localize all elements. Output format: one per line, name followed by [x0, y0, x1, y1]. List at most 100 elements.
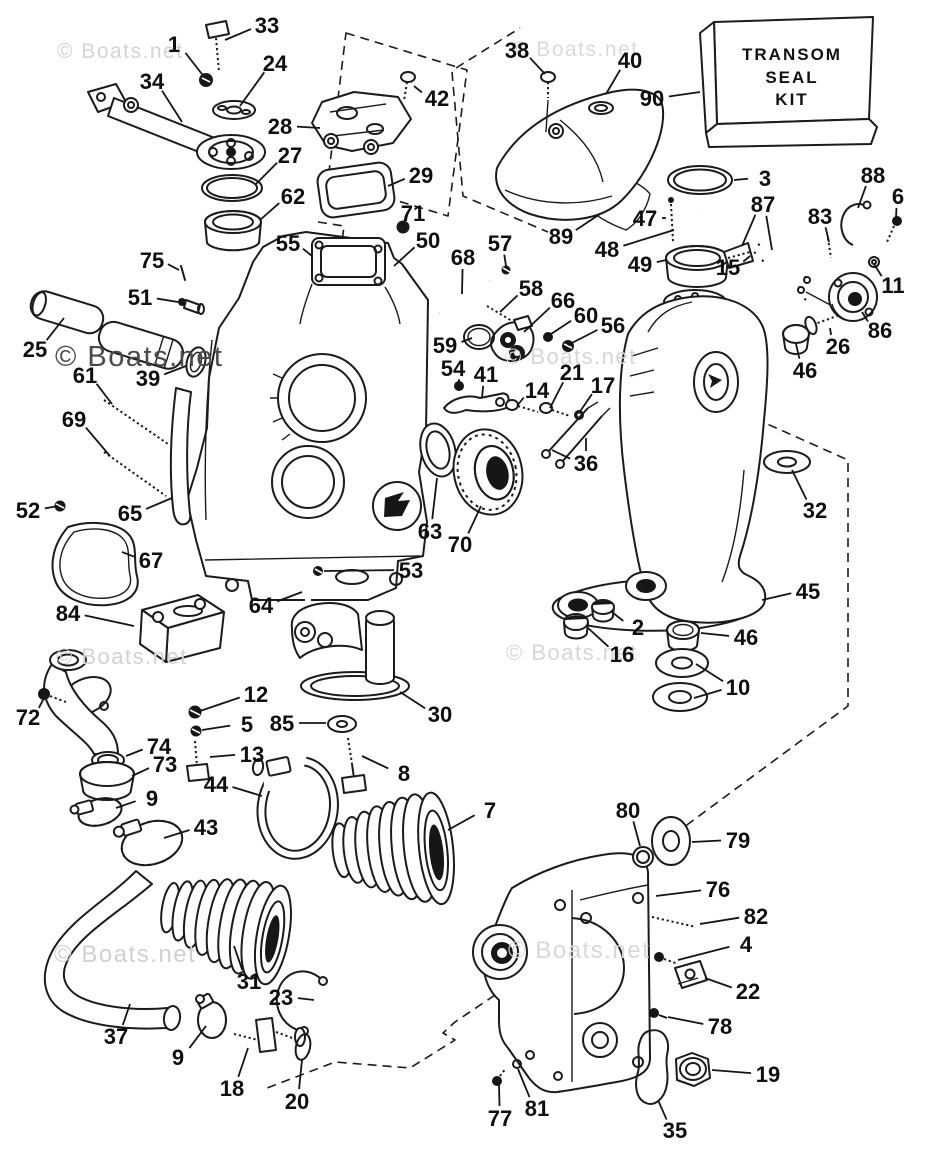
- leader-line-10: [693, 689, 722, 699]
- part-bushing: [782, 324, 810, 355]
- part-retainer-strap: [443, 392, 510, 414]
- part-number-40: 40: [618, 48, 642, 73]
- leader-line-81: [517, 1068, 531, 1098]
- part-number-3: 3: [759, 166, 771, 191]
- part-steering-arm: [87, 83, 266, 170]
- part-number-48: 48: [595, 237, 619, 262]
- leader-line-3: [733, 177, 749, 181]
- part-inner-transom-housing: [186, 231, 429, 601]
- part-clip: [840, 200, 872, 246]
- part-number-43: 43: [194, 815, 218, 840]
- boats-net-watermark: © Boats.net: [54, 941, 196, 968]
- part-number-38: 38: [505, 38, 529, 63]
- part-number-58: 58: [519, 276, 543, 301]
- part-number-69: 69: [62, 407, 86, 432]
- part-number-81: 81: [525, 1096, 549, 1121]
- part-water-hose: [44, 870, 182, 1031]
- part-number-56: 56: [601, 313, 625, 338]
- leader-line-34: [161, 90, 183, 123]
- part-number-4: 4: [740, 932, 753, 957]
- part-number-22: 22: [736, 979, 760, 1004]
- leader-line-15: [742, 255, 751, 263]
- part-grommet: [632, 846, 654, 868]
- part-number-18: 18: [220, 1076, 244, 1101]
- part-number-36: 36: [574, 451, 598, 476]
- boats-net-watermark: © Boats.net: [506, 640, 638, 665]
- watermark-layer: © Boats.net © Boats.net © Boats.net © Boats…: [54, 38, 650, 968]
- part-spring: [486, 305, 513, 322]
- part-number-23: 23: [269, 985, 293, 1010]
- leader-line-87: [741, 214, 757, 247]
- leader-line-26: [829, 327, 832, 336]
- part-number-78: 78: [708, 1014, 732, 1039]
- leader-line-87: [765, 215, 773, 251]
- part-number-11: 11: [881, 273, 904, 298]
- leader-line-86: [861, 311, 869, 322]
- part-number-27: 27: [278, 143, 302, 168]
- part-o-ring: [463, 324, 495, 350]
- leader-line-76: [655, 889, 702, 897]
- part-number-16: 16: [610, 642, 634, 667]
- part-number-20: 20: [285, 1089, 309, 1114]
- boats-net-watermark: © Boats.net: [512, 38, 639, 61]
- transom-seal-kit-box: TRANSOM SEAL KIT: [699, 16, 878, 148]
- leader-line-39: [163, 365, 187, 376]
- part-number-79: 79: [726, 828, 750, 853]
- leader-line-70: [467, 505, 482, 534]
- part-o-ring: [667, 165, 733, 195]
- leader-line-38: [529, 57, 546, 75]
- part-number-72: 72: [16, 705, 40, 730]
- leader-line-57: [503, 254, 507, 267]
- leader-line-68: [461, 268, 464, 295]
- part-number-8: 8: [398, 761, 410, 786]
- part-number-7: 7: [484, 798, 496, 823]
- part-washer: [327, 715, 357, 733]
- part-nut: [868, 256, 880, 268]
- part-number-9: 9: [172, 1045, 184, 1070]
- leader-line-7: [447, 814, 476, 831]
- leader-line-59: [461, 337, 473, 343]
- part-number-26: 26: [826, 334, 850, 359]
- part-number-70: 70: [448, 532, 472, 557]
- part-number-5: 5: [241, 712, 253, 737]
- leader-line-2: [611, 611, 624, 622]
- leader-line-24: [239, 71, 265, 107]
- part-pin: [180, 265, 186, 281]
- leader-line-41: [481, 385, 485, 399]
- kit-box-line1: TRANSOM: [742, 45, 842, 64]
- part-number-41: 41: [474, 362, 498, 387]
- part-number-60: 60: [574, 303, 598, 328]
- leader-line-65: [145, 497, 173, 510]
- part-number-17: 17: [591, 373, 615, 398]
- part-lock-nut: [675, 1052, 711, 1087]
- part-number-66: 66: [551, 288, 575, 313]
- part-anode: [139, 594, 225, 663]
- leader-line-20: [298, 1059, 303, 1090]
- part-nut: [188, 705, 202, 737]
- part-number-49: 49: [628, 252, 652, 277]
- part-number-57: 57: [488, 231, 512, 256]
- part-number-34: 34: [140, 69, 165, 94]
- leader-line-37: [121, 1003, 131, 1026]
- leader-line-90: [668, 91, 701, 98]
- leader-line-43: [163, 829, 190, 839]
- part-number-46: 46: [734, 625, 758, 650]
- detail-callout-circle: [372, 481, 422, 531]
- part-number-68: 68: [451, 245, 475, 270]
- part-number-46: 46: [793, 358, 817, 383]
- leader-line-21: [549, 381, 564, 409]
- leader-line-36: [551, 449, 571, 460]
- part-number-73: 73: [153, 752, 177, 777]
- leader-line-56: [567, 329, 598, 346]
- leader-line-80: [632, 821, 641, 847]
- leader-line-63: [431, 477, 438, 520]
- part-washer: [652, 648, 709, 712]
- leader-line-14: [516, 396, 525, 407]
- part-hose-assembly: [29, 290, 207, 378]
- part-number-29: 29: [409, 163, 433, 188]
- boats-net-watermark: © Boats.net: [55, 341, 223, 373]
- boats-net-watermark: © Boats.net: [508, 937, 650, 964]
- part-engine-coupler: [290, 602, 410, 701]
